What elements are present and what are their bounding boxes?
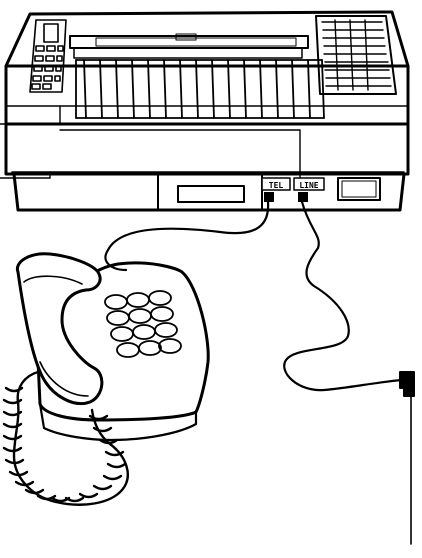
handset [17, 254, 101, 404]
fax-front-slot [178, 186, 244, 202]
fax-base-panel [14, 174, 404, 210]
telephone-keypad [105, 291, 181, 357]
tel-port-label: TEL [269, 181, 284, 190]
fax-control-panel [30, 20, 66, 92]
tel-cord [105, 202, 268, 270]
tel-port: TEL [262, 178, 290, 202]
line-cord [284, 202, 402, 390]
line-port-label: LINE [299, 181, 318, 190]
fax-machine [6, 12, 408, 210]
wall-jack [400, 372, 414, 544]
telephone [17, 254, 208, 440]
speaker-grille [316, 16, 396, 94]
paper-tray [74, 48, 302, 58]
paper-guide-ribs [76, 60, 324, 118]
line-port: LINE [294, 178, 324, 202]
fax-front-lower [6, 124, 408, 174]
